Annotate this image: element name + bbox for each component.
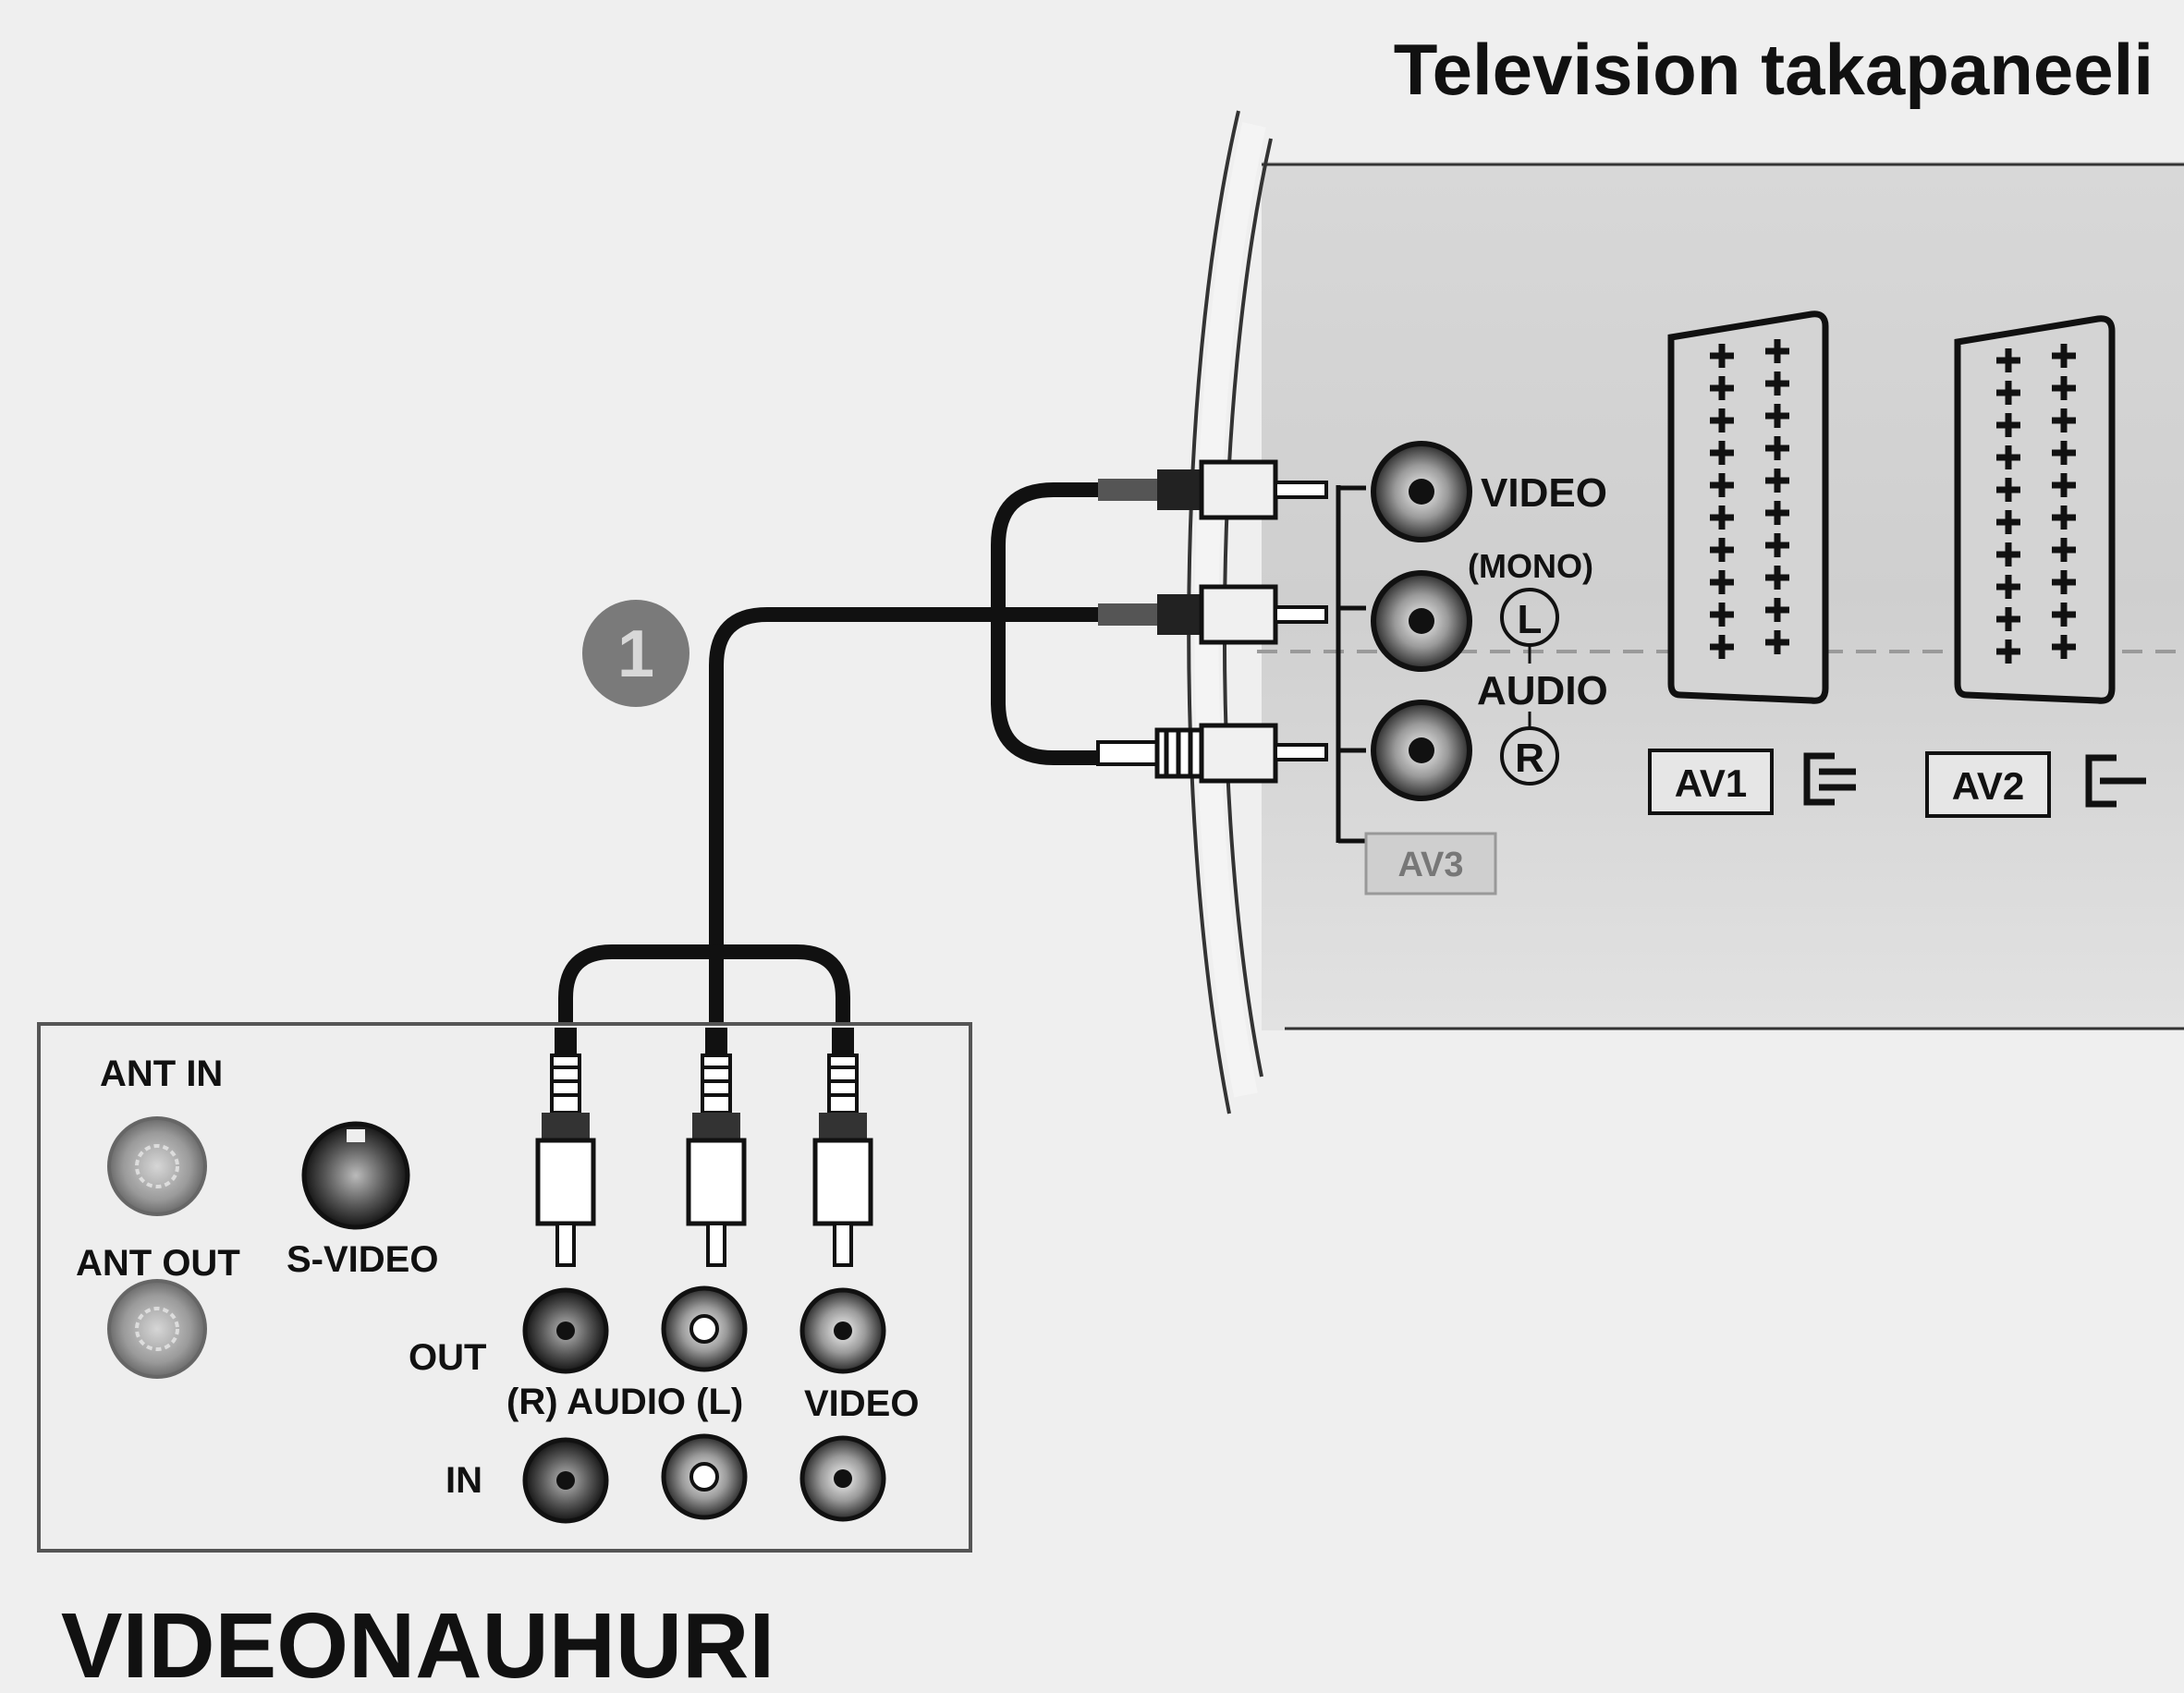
left-symbol-text: L xyxy=(1518,597,1543,642)
tv-right-symbol: R xyxy=(1500,726,1559,786)
vcr-in-audio-right-jack xyxy=(522,1437,609,1524)
vcr-out-audio-left-jack xyxy=(661,1285,748,1372)
vcr-ant-in-jack xyxy=(107,1116,207,1216)
scart-av1-connector xyxy=(1667,311,1829,704)
tv-left-symbol: L xyxy=(1500,588,1559,647)
vcr-in-label: IN xyxy=(445,1460,482,1501)
vcr-ant-out-jack xyxy=(107,1279,207,1379)
tv-plug-audio-left xyxy=(1098,584,1328,645)
vcr-out-label: OUT xyxy=(409,1337,486,1378)
right-symbol-text: R xyxy=(1515,736,1544,781)
vcr-ant-out-label: ANT OUT xyxy=(76,1243,240,1284)
tv-plug-video xyxy=(1098,459,1328,520)
vcr-plug-audio-left xyxy=(686,1028,747,1267)
vcr-name: VIDEONAUHURI xyxy=(61,1594,775,1693)
vcr-in-video-jack xyxy=(799,1435,886,1522)
scart-av2-input-icon xyxy=(2085,754,2146,808)
av1-label: AV1 xyxy=(1675,761,1748,805)
vcr-plug-audio-right xyxy=(535,1028,596,1267)
vcr-video-label: VIDEO xyxy=(804,1383,919,1424)
av2-label: AV2 xyxy=(1952,764,2025,808)
vcr-s-video-label: S-VIDEO xyxy=(287,1239,438,1280)
vcr-out-video-jack xyxy=(799,1287,886,1374)
tv-audio-left-jack xyxy=(1371,570,1472,672)
tv-audio-right-jack xyxy=(1371,700,1472,801)
av3-label-box: AV3 xyxy=(1364,832,1497,895)
scart-av2-label-box: AV2 xyxy=(1925,751,2051,818)
av3-label: AV3 xyxy=(1397,846,1463,884)
vcr-s-video-jack xyxy=(301,1121,410,1230)
tv-plug-audio-right xyxy=(1096,723,1328,784)
step-marker-number: 1 xyxy=(617,617,654,691)
vcr-plug-video xyxy=(812,1028,873,1267)
tv-video-jack xyxy=(1371,441,1472,542)
av3-bracket xyxy=(1336,485,1366,844)
tv-mono-label: (MONO) xyxy=(1468,547,1593,585)
av-cable xyxy=(558,482,1116,1035)
tv-panel-title: Television takapaneeli xyxy=(1394,29,2153,110)
vcr-out-audio-right-jack xyxy=(522,1287,609,1374)
tv-audio-label: AUDIO xyxy=(1477,668,1608,713)
scart-av2-connector xyxy=(1954,315,2116,704)
step-marker: 1 xyxy=(582,600,689,707)
tv-video-label: VIDEO xyxy=(1481,470,1607,516)
vcr-ant-in-label: ANT IN xyxy=(100,1054,223,1094)
vcr-audio-rl-label: (R) AUDIO (L) xyxy=(506,1382,743,1422)
scart-av1-label-box: AV1 xyxy=(1648,749,1774,815)
vcr-in-audio-left-jack xyxy=(661,1433,748,1520)
scart-av1-io-icon xyxy=(1803,752,1856,806)
